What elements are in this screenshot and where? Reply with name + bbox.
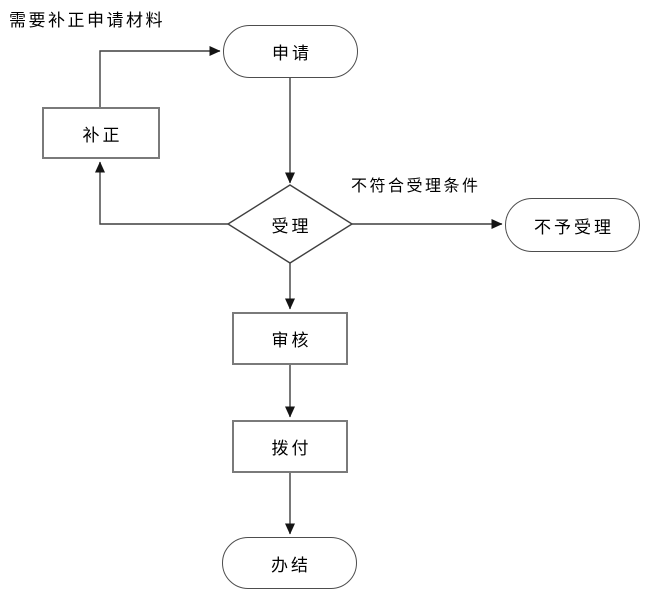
node-correct-label: 补正: [82, 125, 123, 146]
edge-correct-to-apply: [99, 46, 221, 107]
node-finish-label: 办结: [271, 555, 311, 576]
note-need-correction-label: 需要补正申请材料: [9, 11, 165, 31]
edge-label-not-meet-conditions: 不符合受理条件: [351, 176, 481, 195]
node-disburse: 拨付: [232, 420, 348, 473]
node-review-label: 审核: [271, 331, 312, 351]
node-finish: 办结: [222, 537, 357, 589]
node-apply-label: 申请: [272, 44, 312, 64]
node-review: 审核: [232, 312, 348, 365]
node-reject-label: 不予受理: [534, 217, 614, 238]
node-correct: 补正: [42, 107, 160, 159]
node-apply: 申请: [223, 25, 358, 78]
node-accept-shape: [226, 184, 354, 264]
node-accept: 受理: [240, 210, 340, 238]
node-disburse-label: 拨付: [271, 439, 312, 459]
node-accept-label: 受理: [271, 216, 312, 237]
node-reject: 不予受理: [505, 198, 640, 252]
edge-accept-to-correct: [95, 161, 228, 225]
